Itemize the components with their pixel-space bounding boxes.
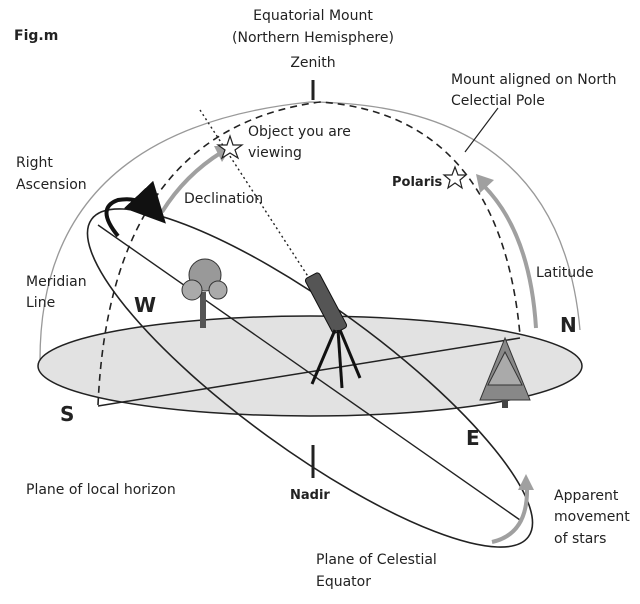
declination-label: Declination <box>184 191 263 207</box>
declination-arrow <box>160 150 224 214</box>
latitude-arrow <box>481 183 538 329</box>
apparent-movement-label-2: movement <box>554 509 630 525</box>
deciduous-tree-icon <box>181 258 228 328</box>
right-ascension-label-2: Ascension <box>16 177 87 193</box>
telescope-icon <box>304 272 362 389</box>
object-star-icon <box>216 134 244 160</box>
object-label-2: viewing <box>248 145 302 161</box>
polaris-star-icon <box>442 165 468 190</box>
apparent-movement-arrowhead <box>518 474 534 490</box>
right-ascension-arrow <box>104 180 166 238</box>
title-line-2: (Northern Hemisphere) <box>232 30 394 46</box>
mount-aligned-label-1: Mount aligned on North <box>451 72 616 88</box>
latitude-label: Latitude <box>536 265 594 281</box>
apparent-movement-label-3: of stars <box>554 531 606 547</box>
mount-aligned-leader <box>464 107 499 153</box>
right-ascension-label-1: Right <box>16 155 53 171</box>
horizon-plane <box>37 315 583 417</box>
title-line-1: Equatorial Mount <box>253 8 373 24</box>
figure-label: Fig.m <box>14 28 58 44</box>
latitude-arrowhead <box>476 174 494 193</box>
polaris-label: Polaris <box>392 175 443 190</box>
direction-east: E <box>466 426 480 450</box>
celestial-equator-plane <box>86 208 534 548</box>
object-label-1: Object you are <box>248 124 351 140</box>
meridian-label-1: Meridian <box>26 274 87 290</box>
horizon-plane-label: Plane of local horizon <box>26 482 176 498</box>
direction-west: W <box>134 293 156 317</box>
direction-north: N <box>560 313 577 337</box>
direction-south: S <box>60 402 74 426</box>
equator-plane-label-2: Equator <box>316 574 371 590</box>
polar-axis-line <box>97 224 521 521</box>
zenith-label: Zenith <box>290 55 335 71</box>
mount-aligned-label-2: Celectial Pole <box>451 93 545 109</box>
celestial-sphere-outline <box>39 101 581 361</box>
nadir-label: Nadir <box>290 488 330 503</box>
equator-plane-label-1: Plane of Celestial <box>316 552 437 568</box>
conifer-tree-icon <box>479 336 531 408</box>
apparent-movement-arrow <box>491 487 530 544</box>
meridian-line <box>97 101 521 406</box>
apparent-movement-label-1: Apparent <box>554 488 619 504</box>
meridian-label-2: Line <box>26 295 55 311</box>
